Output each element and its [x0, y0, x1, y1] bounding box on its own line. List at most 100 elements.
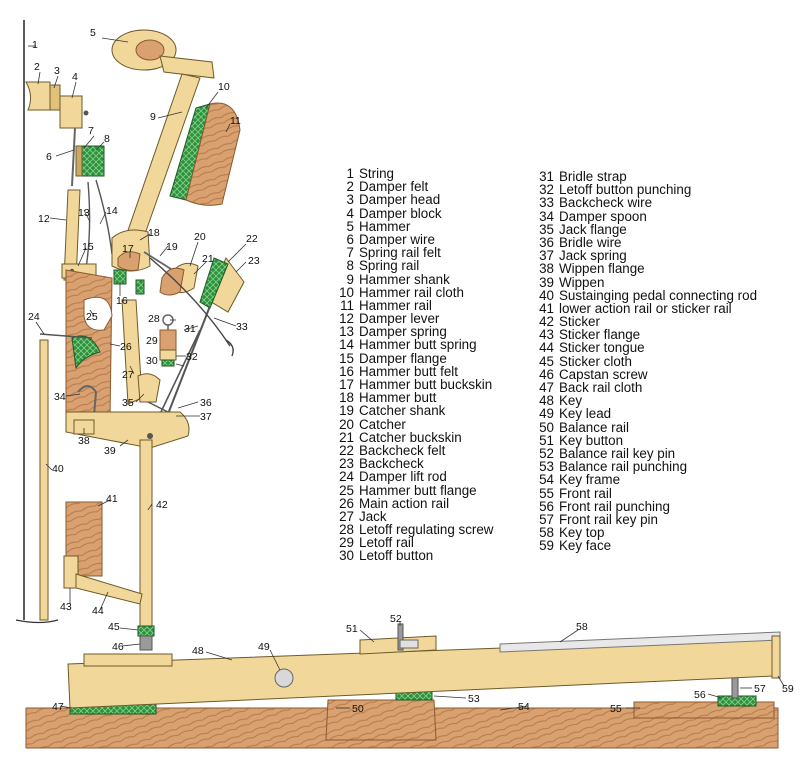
- callout: 17: [122, 243, 134, 255]
- hammer-felt: [135, 39, 165, 61]
- hammer-rail: [185, 102, 241, 206]
- legend-number: 58: [539, 525, 554, 541]
- callout: 15: [82, 241, 94, 253]
- callout: 20: [194, 231, 206, 243]
- legend-label: Hammer rail cloth: [359, 284, 464, 300]
- callout: 45: [108, 621, 120, 633]
- legend-label: Damper block: [359, 205, 442, 221]
- legend-number: 28: [339, 522, 354, 538]
- jack-flange: [137, 373, 161, 403]
- callout: 42: [156, 499, 168, 511]
- bridle-strap: [149, 257, 231, 347]
- legend-number: 51: [539, 432, 554, 448]
- legend-label: Spring rail felt: [359, 245, 441, 261]
- legend-label: Hammer butt flange: [359, 482, 477, 498]
- callout: 39: [104, 445, 116, 457]
- legend-label: Damper lift rod: [359, 469, 447, 485]
- legend-label: Letoff rail: [359, 535, 414, 551]
- legend-number: 47: [539, 380, 554, 395]
- legend-number: 23: [339, 456, 354, 472]
- legend-number: 35: [539, 221, 554, 237]
- callout: 7: [88, 125, 94, 137]
- callout: 26: [120, 341, 132, 353]
- letoff-button: [159, 349, 177, 361]
- catcher-buckskin: [159, 267, 185, 296]
- callout: 13: [78, 207, 90, 219]
- legend-number: 14: [339, 337, 354, 353]
- callout: 21: [202, 253, 214, 265]
- legend-label: Damper flange: [359, 350, 447, 366]
- leader-lines: [28, 37, 785, 711]
- callout: 54: [518, 701, 530, 713]
- legend-number: 21: [339, 429, 354, 445]
- legend-label: lower action rail or sticker rail: [559, 300, 732, 316]
- legend-label: Backcheck felt: [359, 442, 446, 458]
- callout: 44: [92, 605, 104, 617]
- callout: 38: [78, 435, 90, 447]
- callout: 47: [52, 701, 64, 713]
- legend-number: 20: [339, 416, 354, 432]
- callout: 4: [72, 71, 78, 83]
- legend-item: 47 Back rail cloth: [532, 380, 757, 395]
- wippen: [65, 411, 190, 449]
- legend-number: 39: [539, 274, 554, 290]
- legend-number: 37: [539, 248, 554, 264]
- legend-label: Sticker flange: [559, 327, 641, 343]
- legend-number: 5: [346, 218, 354, 234]
- callout: 30: [146, 355, 158, 367]
- legend-label: Key lead: [559, 406, 612, 422]
- legend-item: 29 Letoff rail: [332, 535, 493, 551]
- legend-number: 29: [339, 535, 354, 551]
- damper-block-screw: [83, 110, 89, 116]
- legend-label: Back rail cloth: [559, 380, 643, 395]
- sticker: [139, 439, 153, 627]
- legend-label: Damper lever: [359, 311, 440, 327]
- damper-lift-rod: [39, 333, 93, 339]
- legend-label: Sticker tongue: [559, 340, 645, 356]
- callout: 57: [754, 683, 766, 695]
- callout: 49: [258, 641, 270, 653]
- callout: 6: [46, 151, 52, 163]
- sticker-tongue: [75, 573, 143, 605]
- legend-number: 9: [346, 271, 354, 287]
- legend-number: 18: [339, 390, 354, 406]
- callout: 32: [186, 351, 198, 363]
- callout: 14: [106, 205, 118, 217]
- callout-numbers: 1 2 3 4 5 6 7 8 9 10 11 12 13 14 15 16 1…: [28, 27, 794, 715]
- callout: 37: [200, 411, 212, 423]
- legend-label: Capstan screw: [559, 366, 648, 382]
- legend-number: 38: [539, 261, 554, 277]
- legend-label: Damper head: [359, 192, 441, 208]
- legend-number: 32: [539, 182, 554, 198]
- legend-label: String: [359, 166, 394, 181]
- legend-number: 11: [340, 297, 354, 313]
- callout: 51: [346, 623, 358, 635]
- letoff-rail: [159, 329, 177, 351]
- legend-label: Sustainging pedal connecting rod: [559, 287, 758, 303]
- callout: 50: [352, 703, 364, 715]
- legend-label: Wippen flange: [559, 261, 645, 277]
- hammer-butt-buckskin: [117, 251, 141, 271]
- legend-number: 13: [339, 324, 354, 340]
- callout: 59: [782, 683, 794, 695]
- callout: 52: [390, 613, 402, 625]
